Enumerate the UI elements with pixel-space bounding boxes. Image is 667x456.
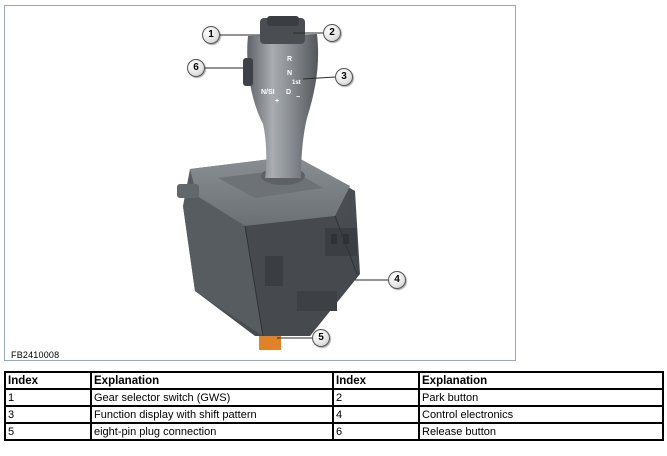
callout-5: 5 <box>312 329 330 347</box>
shift-pattern-d: D <box>286 89 292 96</box>
cell-explanation: Release button <box>418 422 664 441</box>
table-row: 5 eight-pin plug connection 6 Release bu… <box>4 422 664 441</box>
cell-index: 6 <box>332 422 420 441</box>
gear-selector-lever <box>243 16 319 178</box>
gear-selector-illustration <box>177 16 360 350</box>
shift-pattern-minus: − <box>296 94 301 101</box>
cell-index: 1 <box>4 388 92 407</box>
shift-pattern-nsi: N/SI <box>261 89 275 96</box>
callout-6: 6 <box>187 59 205 77</box>
header-explanation-1: Explanation <box>90 371 334 390</box>
cell-explanation: Function display with shift pattern <box>90 405 334 424</box>
header-explanation-2: Explanation <box>418 371 664 390</box>
legend-header-row: Index Explanation Index Explanation <box>4 371 664 390</box>
cell-explanation: Park button <box>418 388 664 407</box>
cell-explanation: Control electronics <box>418 405 664 424</box>
plug-connector <box>259 336 281 350</box>
table-row: 1 Gear selector switch (GWS) 2 Park butt… <box>4 388 664 407</box>
shift-pattern-n: N <box>287 70 293 77</box>
shift-pattern-r: R <box>287 56 293 63</box>
cell-index: 3 <box>4 405 92 424</box>
figure-code: FB2410008 <box>11 350 60 360</box>
cell-explanation: Gear selector switch (GWS) <box>90 388 334 407</box>
table-row: 3 Function display with shift pattern 4 … <box>4 405 664 424</box>
callout-3: 3 <box>335 68 353 86</box>
control-electronics-housing <box>177 156 360 337</box>
cell-index: 5 <box>4 422 92 441</box>
figure-panel: R N 1st N/SI D + − 1 2 3 4 5 6 FB2410008 <box>4 5 516 361</box>
shift-pattern-1st: 1st <box>292 80 301 86</box>
legend-table: Index Explanation Index Explanation 1 Ge… <box>4 371 664 441</box>
cell-explanation: eight-pin plug connection <box>90 422 334 441</box>
cell-index: 4 <box>332 405 420 424</box>
callout-2: 2 <box>323 24 341 42</box>
header-index-1: Index <box>4 371 92 390</box>
header-index-2: Index <box>332 371 420 390</box>
cell-index: 2 <box>332 388 420 407</box>
shift-pattern-plus: + <box>275 98 280 105</box>
callout-1: 1 <box>202 26 220 44</box>
callout-4: 4 <box>388 271 406 289</box>
